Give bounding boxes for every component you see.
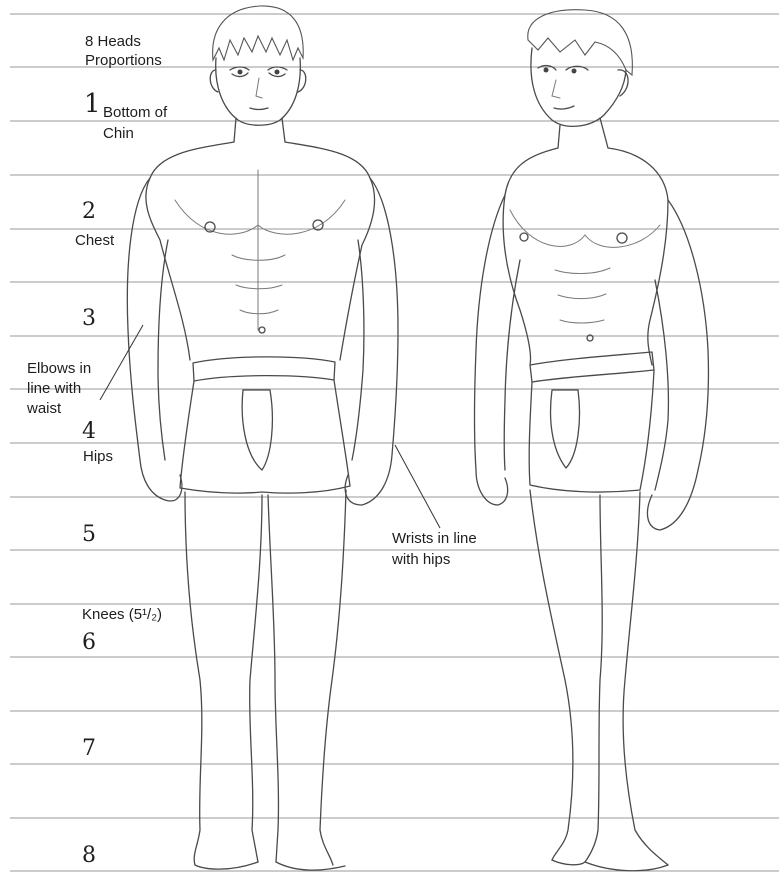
hips-label: Hips — [83, 448, 113, 466]
side-abs — [555, 268, 610, 323]
side-pupil-right — [572, 69, 577, 74]
title-line-1: 8 Heads — [85, 33, 141, 51]
head-count-7: 7 — [82, 738, 96, 760]
head-count-2: 2 — [82, 201, 96, 223]
bottom-of-chin-label-1: Bottom of — [103, 104, 167, 122]
side-arm-right — [647, 200, 708, 530]
side-leg-front — [585, 492, 668, 865]
side-mouth — [554, 106, 574, 109]
front-mouth — [250, 108, 268, 110]
front-leg-left — [185, 492, 262, 865]
front-arm-right — [345, 178, 398, 505]
front-nose — [256, 78, 262, 98]
side-head — [531, 48, 626, 126]
side-torso — [503, 148, 668, 365]
bottom-of-chin-label-2: Chin — [103, 125, 134, 143]
front-figure — [127, 6, 398, 870]
head-count-5: 5 — [82, 524, 96, 546]
front-briefs — [180, 380, 350, 493]
wrists-label-1: Wrists in line — [392, 530, 477, 548]
wrists-label-2: with hips — [392, 551, 450, 569]
head-count-8: 8 — [82, 845, 96, 867]
front-pecs — [175, 170, 345, 330]
front-pupil-left — [238, 70, 243, 75]
elbows-label-2: line with — [27, 380, 81, 398]
front-leg-right — [268, 490, 346, 865]
head-count-3: 3 — [82, 308, 96, 330]
elbows-label-3: waist — [27, 400, 61, 418]
chest-label: Chest — [75, 232, 114, 250]
title-line-2: Proportions — [85, 52, 162, 70]
side-figure — [475, 10, 709, 871]
side-briefs — [529, 370, 654, 492]
front-navel — [259, 327, 265, 333]
head-count-1: 1 — [84, 93, 101, 115]
head-count-6: 6 — [82, 632, 96, 654]
wrist-pointer-line — [395, 445, 440, 528]
side-waistband — [530, 352, 654, 382]
front-arm-left — [127, 178, 182, 501]
head-count-4: 4 — [82, 421, 96, 443]
front-foot-left — [195, 862, 258, 869]
side-nipple-right — [617, 233, 627, 243]
front-foot-right — [276, 862, 345, 870]
side-arm-left — [475, 195, 521, 505]
front-waistband — [193, 357, 335, 381]
side-nipple-left — [520, 233, 528, 241]
side-neck — [558, 118, 608, 148]
elbows-label-1: Elbows in — [27, 360, 91, 378]
side-foot — [552, 860, 668, 871]
side-leg-back — [530, 490, 573, 860]
side-nose — [552, 80, 560, 98]
front-head — [216, 58, 301, 125]
front-pupil-right — [275, 70, 280, 75]
knees-label: Knees (5¹/₂) — [82, 606, 162, 624]
side-pupil-left — [544, 68, 549, 73]
